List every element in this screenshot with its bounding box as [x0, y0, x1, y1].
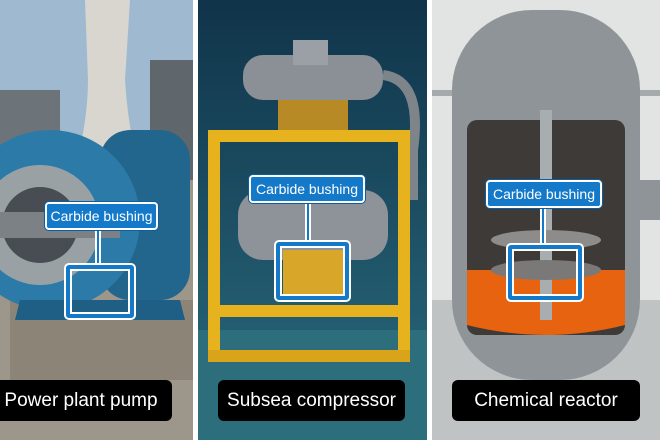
bushing-highlight-box — [506, 243, 584, 302]
compressor-illustration — [198, 0, 427, 440]
carbide-bushing-callout: Carbide bushing — [486, 180, 602, 208]
panel-caption: Subsea compressor — [218, 380, 405, 421]
panel-subsea-compressor: Carbide bushing Subsea compressor — [198, 0, 427, 440]
callout-connector — [540, 207, 546, 247]
panel-caption: Power plant pump — [0, 380, 172, 421]
bushing-highlight-box — [64, 263, 136, 320]
panel-power-plant-pump: Carbide bushing Power plant pump — [0, 0, 193, 440]
bushing-highlight-box — [274, 240, 351, 302]
callout-connector — [305, 202, 311, 244]
reactor-illustration — [432, 0, 660, 440]
callout-connector — [95, 229, 101, 267]
carbide-bushing-callout: Carbide bushing — [45, 202, 158, 230]
panel-chemical-reactor: Carbide bushing Chemical reactor — [432, 0, 660, 440]
panel-caption: Chemical reactor — [452, 380, 640, 421]
carbide-bushing-callout: Carbide bushing — [249, 175, 365, 203]
